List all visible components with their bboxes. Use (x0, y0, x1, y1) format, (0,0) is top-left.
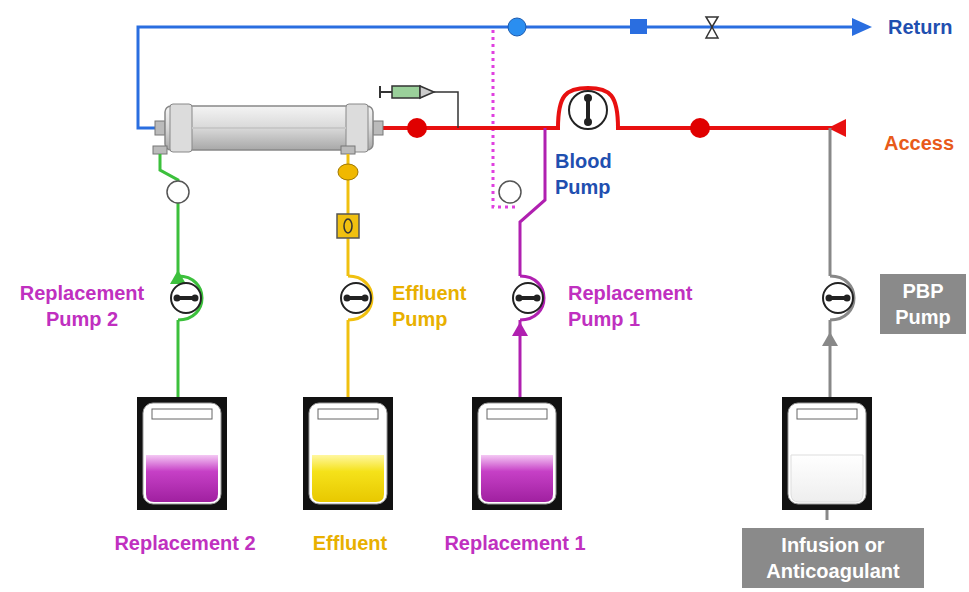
syringe-symbol (380, 86, 458, 128)
effluent-line (337, 154, 372, 432)
replacement-2-line (160, 154, 202, 418)
text-label: Access (884, 130, 964, 156)
access-line (382, 88, 846, 138)
effluent-bag (303, 397, 393, 510)
text-label: Effluent (300, 530, 400, 556)
text-label: Replacement 1 (430, 530, 600, 556)
grey-label-box: PBP Pump (880, 274, 966, 334)
text-label: Replacement Pump 1 (568, 280, 728, 332)
box-text: Infusion or Anticoagulant (750, 532, 916, 584)
leader-line (826, 510, 829, 520)
dotted-line (493, 30, 518, 207)
blood-pump-symbol (569, 91, 607, 129)
text-label: Blood Pump (555, 148, 635, 200)
infusion-bag (782, 397, 872, 510)
text-label: Effluent Pump (392, 280, 492, 332)
pbp-line (822, 128, 854, 420)
text-label: Return (888, 14, 968, 40)
filter-symbol (153, 104, 383, 154)
text-label: Replacement 2 (100, 530, 270, 556)
replacement-2-bag (137, 397, 227, 510)
text-label: Replacement Pump 2 (2, 280, 162, 332)
box-text: PBP Pump (888, 278, 958, 330)
replacement-1-bag (472, 397, 562, 510)
grey-label-box: Infusion or Anticoagulant (742, 528, 924, 588)
replacement-1-line (499, 128, 545, 428)
